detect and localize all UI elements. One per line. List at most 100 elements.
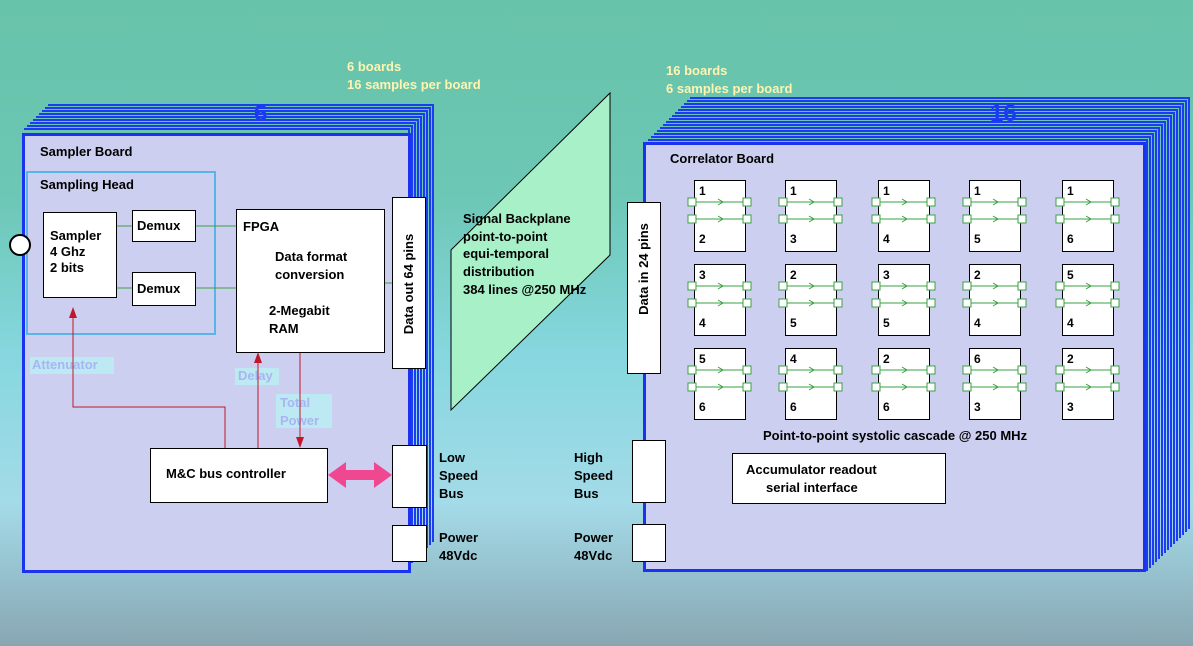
low-speed-bus-connector <box>392 445 427 508</box>
backplane-line2: point-to-point <box>463 229 548 244</box>
high-speed-bus-connector <box>632 440 666 503</box>
backplane-line1: Signal Backplane <box>463 211 571 226</box>
backplane-line4: distribution <box>463 264 535 279</box>
fpga-line4: RAM <box>269 321 299 336</box>
attenuator-label: Attenuator <box>32 357 98 372</box>
mc-bus-label: M&C bus controller <box>166 466 286 481</box>
cell-bottom-index: 4 <box>883 232 890 246</box>
cell-bottom-index: 6 <box>1067 232 1074 246</box>
cell-top-index: 1 <box>699 184 706 198</box>
cell-top-index: 4 <box>790 352 797 366</box>
total-power-line1: Total <box>280 395 311 410</box>
sampler-power-line2: 48Vdc <box>439 548 478 563</box>
demux-1: Demux <box>132 210 196 242</box>
fpga-line2: conversion <box>275 267 345 282</box>
sampler-power-connector <box>392 525 427 562</box>
cell-bottom-index: 6 <box>790 400 797 414</box>
high-speed-line1: High <box>574 450 603 465</box>
cell-top-index: 5 <box>699 352 706 366</box>
accumulator-readout: Accumulator readout serial interface <box>732 453 946 504</box>
cell-bottom-index: 5 <box>974 232 981 246</box>
data-out-connector <box>392 197 426 369</box>
sampler-caption-line2: 16 samples per board <box>347 77 481 92</box>
cell-bottom-index: 3 <box>1067 400 1074 414</box>
sampler-caption-line1: 6 boards <box>347 59 402 74</box>
low-speed-line2: Speed <box>439 468 479 483</box>
cell-top-index: 1 <box>974 184 981 198</box>
cell-top-index: 2 <box>883 352 890 366</box>
backplane-line5: 384 lines @250 MHz <box>463 282 587 297</box>
input-connector-icon <box>9 234 31 256</box>
demux-1-label: Demux <box>137 218 181 233</box>
fpga-block: FPGA Data format conversion 2-Megabit RA… <box>236 209 385 353</box>
high-speed-line2: Speed <box>574 468 614 483</box>
low-speed-line3: Bus <box>439 486 464 501</box>
cell-top-index: 3 <box>883 268 890 282</box>
correlator-power-line1: Power <box>574 530 614 545</box>
correlator-board-title: Correlator Board <box>670 151 775 166</box>
cell-bottom-index: 5 <box>883 316 890 330</box>
data-in-connector <box>627 202 661 374</box>
cascade-caption: Point-to-point systolic cascade @ 250 MH… <box>763 428 1028 443</box>
cell-bottom-index: 2 <box>699 232 706 246</box>
fpga-title: FPGA <box>243 219 280 234</box>
cell-bottom-index: 3 <box>974 400 981 414</box>
cell-top-index: 5 <box>1067 268 1074 282</box>
cell-bottom-index: 6 <box>699 400 706 414</box>
cell-bottom-index: 3 <box>790 232 797 246</box>
cell-bottom-index: 4 <box>1067 316 1074 330</box>
backplane-line3: equi-temporal <box>463 246 549 261</box>
cell-top-index: 1 <box>1067 184 1074 198</box>
cell-top-index: 2 <box>1067 352 1074 366</box>
delay-label: Delay <box>238 368 273 383</box>
sampler-label: Sampler <box>50 228 102 243</box>
low-speed-line1: Low <box>439 450 465 465</box>
fpga-line3: 2-Megabit <box>269 303 330 318</box>
cell-bottom-index: 6 <box>883 400 890 414</box>
high-speed-line3: Bus <box>574 486 599 501</box>
cell-bottom-index: 5 <box>790 316 797 330</box>
demux-2: Demux <box>132 272 196 306</box>
fpga-line1: Data format <box>275 249 348 264</box>
correlator-caption-line2: 6 samples per board <box>666 81 793 96</box>
cell-top-index: 6 <box>974 352 981 366</box>
cell-top-index: 1 <box>790 184 797 198</box>
cell-bottom-index: 4 <box>699 316 706 330</box>
cell-top-index: 1 <box>883 184 890 198</box>
sampler-chip: Sampler 4 Ghz 2 bits <box>43 212 117 298</box>
demux-2-label: Demux <box>137 281 181 296</box>
sampling-head-title: Sampling Head <box>40 177 134 192</box>
correlator-caption-line1: 16 boards <box>666 63 728 78</box>
sampler-bits: 2 bits <box>50 260 84 275</box>
correlator-power-line2: 48Vdc <box>574 548 613 563</box>
sampler-board-title: Sampler Board <box>40 144 133 159</box>
low-speed-bus-arrow <box>328 462 392 488</box>
sampler-power-line1: Power <box>439 530 479 545</box>
sampler-rate: 4 Ghz <box>50 244 86 259</box>
accumulator-line1: Accumulator readout <box>746 462 877 477</box>
accumulator-line2: serial interface <box>766 480 858 495</box>
cell-bottom-index: 4 <box>974 316 981 330</box>
data-in-label: Data in 24 pins <box>636 223 651 315</box>
correlator-power-connector <box>632 524 666 562</box>
cell-top-index: 2 <box>790 268 797 282</box>
mc-bus-controller: M&C bus controller <box>150 448 328 503</box>
cell-top-index: 2 <box>974 268 981 282</box>
cell-top-index: 3 <box>699 268 706 282</box>
signal-backplane-panel <box>450 91 611 412</box>
